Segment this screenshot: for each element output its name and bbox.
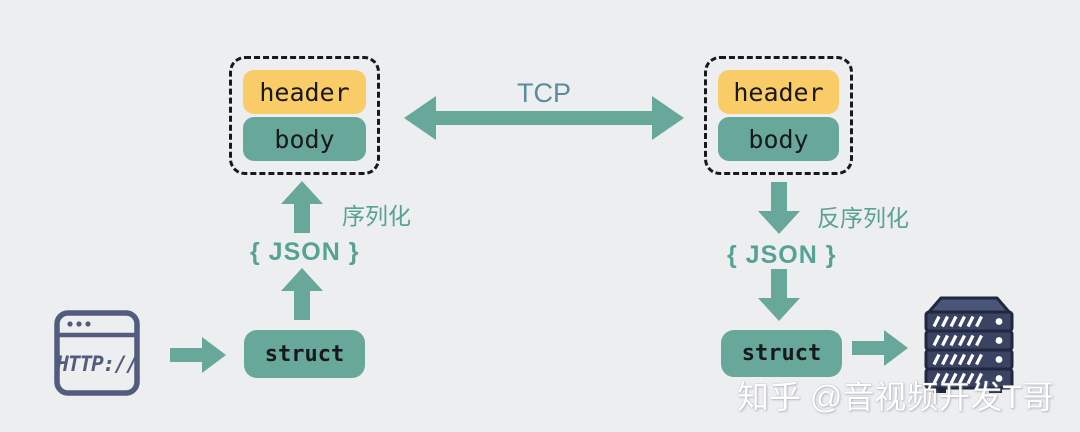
- sender-json-label: { JSON }: [250, 238, 360, 266]
- json-to-struct-down-arrow-icon: [758, 269, 800, 321]
- receiver-body-chip: body: [718, 117, 839, 161]
- serialize-label: 序列化: [342, 203, 411, 229]
- watermark-text: 知乎 @音视频开发T哥: [737, 379, 1054, 415]
- sender-packet-box: header body: [229, 56, 380, 175]
- browser-dot-icon: [85, 321, 91, 327]
- sender-body-label: body: [274, 124, 335, 154]
- sender-struct-label: struct: [264, 341, 345, 367]
- struct-to-server-arrow-icon: [852, 330, 908, 366]
- json-to-packet-up-arrow-icon: [281, 181, 323, 233]
- packet-to-json-down-arrow-icon: [758, 182, 800, 234]
- receiver-header-label: header: [733, 77, 824, 107]
- tcp-double-arrow-icon: [404, 96, 684, 140]
- browser-dot-icon: [67, 321, 73, 327]
- receiver-struct-label: struct: [741, 341, 822, 366]
- server-icon: [924, 296, 1014, 393]
- client-to-struct-arrow-icon: [170, 337, 226, 373]
- receiver-header-chip: header: [718, 70, 839, 114]
- receiver-struct-box: struct: [721, 330, 842, 377]
- sender-struct-box: struct: [244, 330, 365, 378]
- receiver-body-label: body: [748, 124, 809, 154]
- sender-body-chip: body: [243, 117, 366, 161]
- struct-to-json-up-arrow-icon: [281, 268, 323, 320]
- sender-header-label: header: [259, 77, 350, 107]
- receiver-packet-box: header body: [704, 56, 853, 175]
- sender-header-chip: header: [243, 70, 366, 114]
- browser-icon: HTTP://: [54, 310, 140, 396]
- browser-dot-icon: [76, 321, 82, 327]
- receiver-json-label: { JSON }: [727, 241, 837, 269]
- tcp-label: TCP: [517, 78, 571, 108]
- deserialize-label: 反序列化: [817, 205, 909, 231]
- browser-url-label: HTTP://: [55, 352, 138, 376]
